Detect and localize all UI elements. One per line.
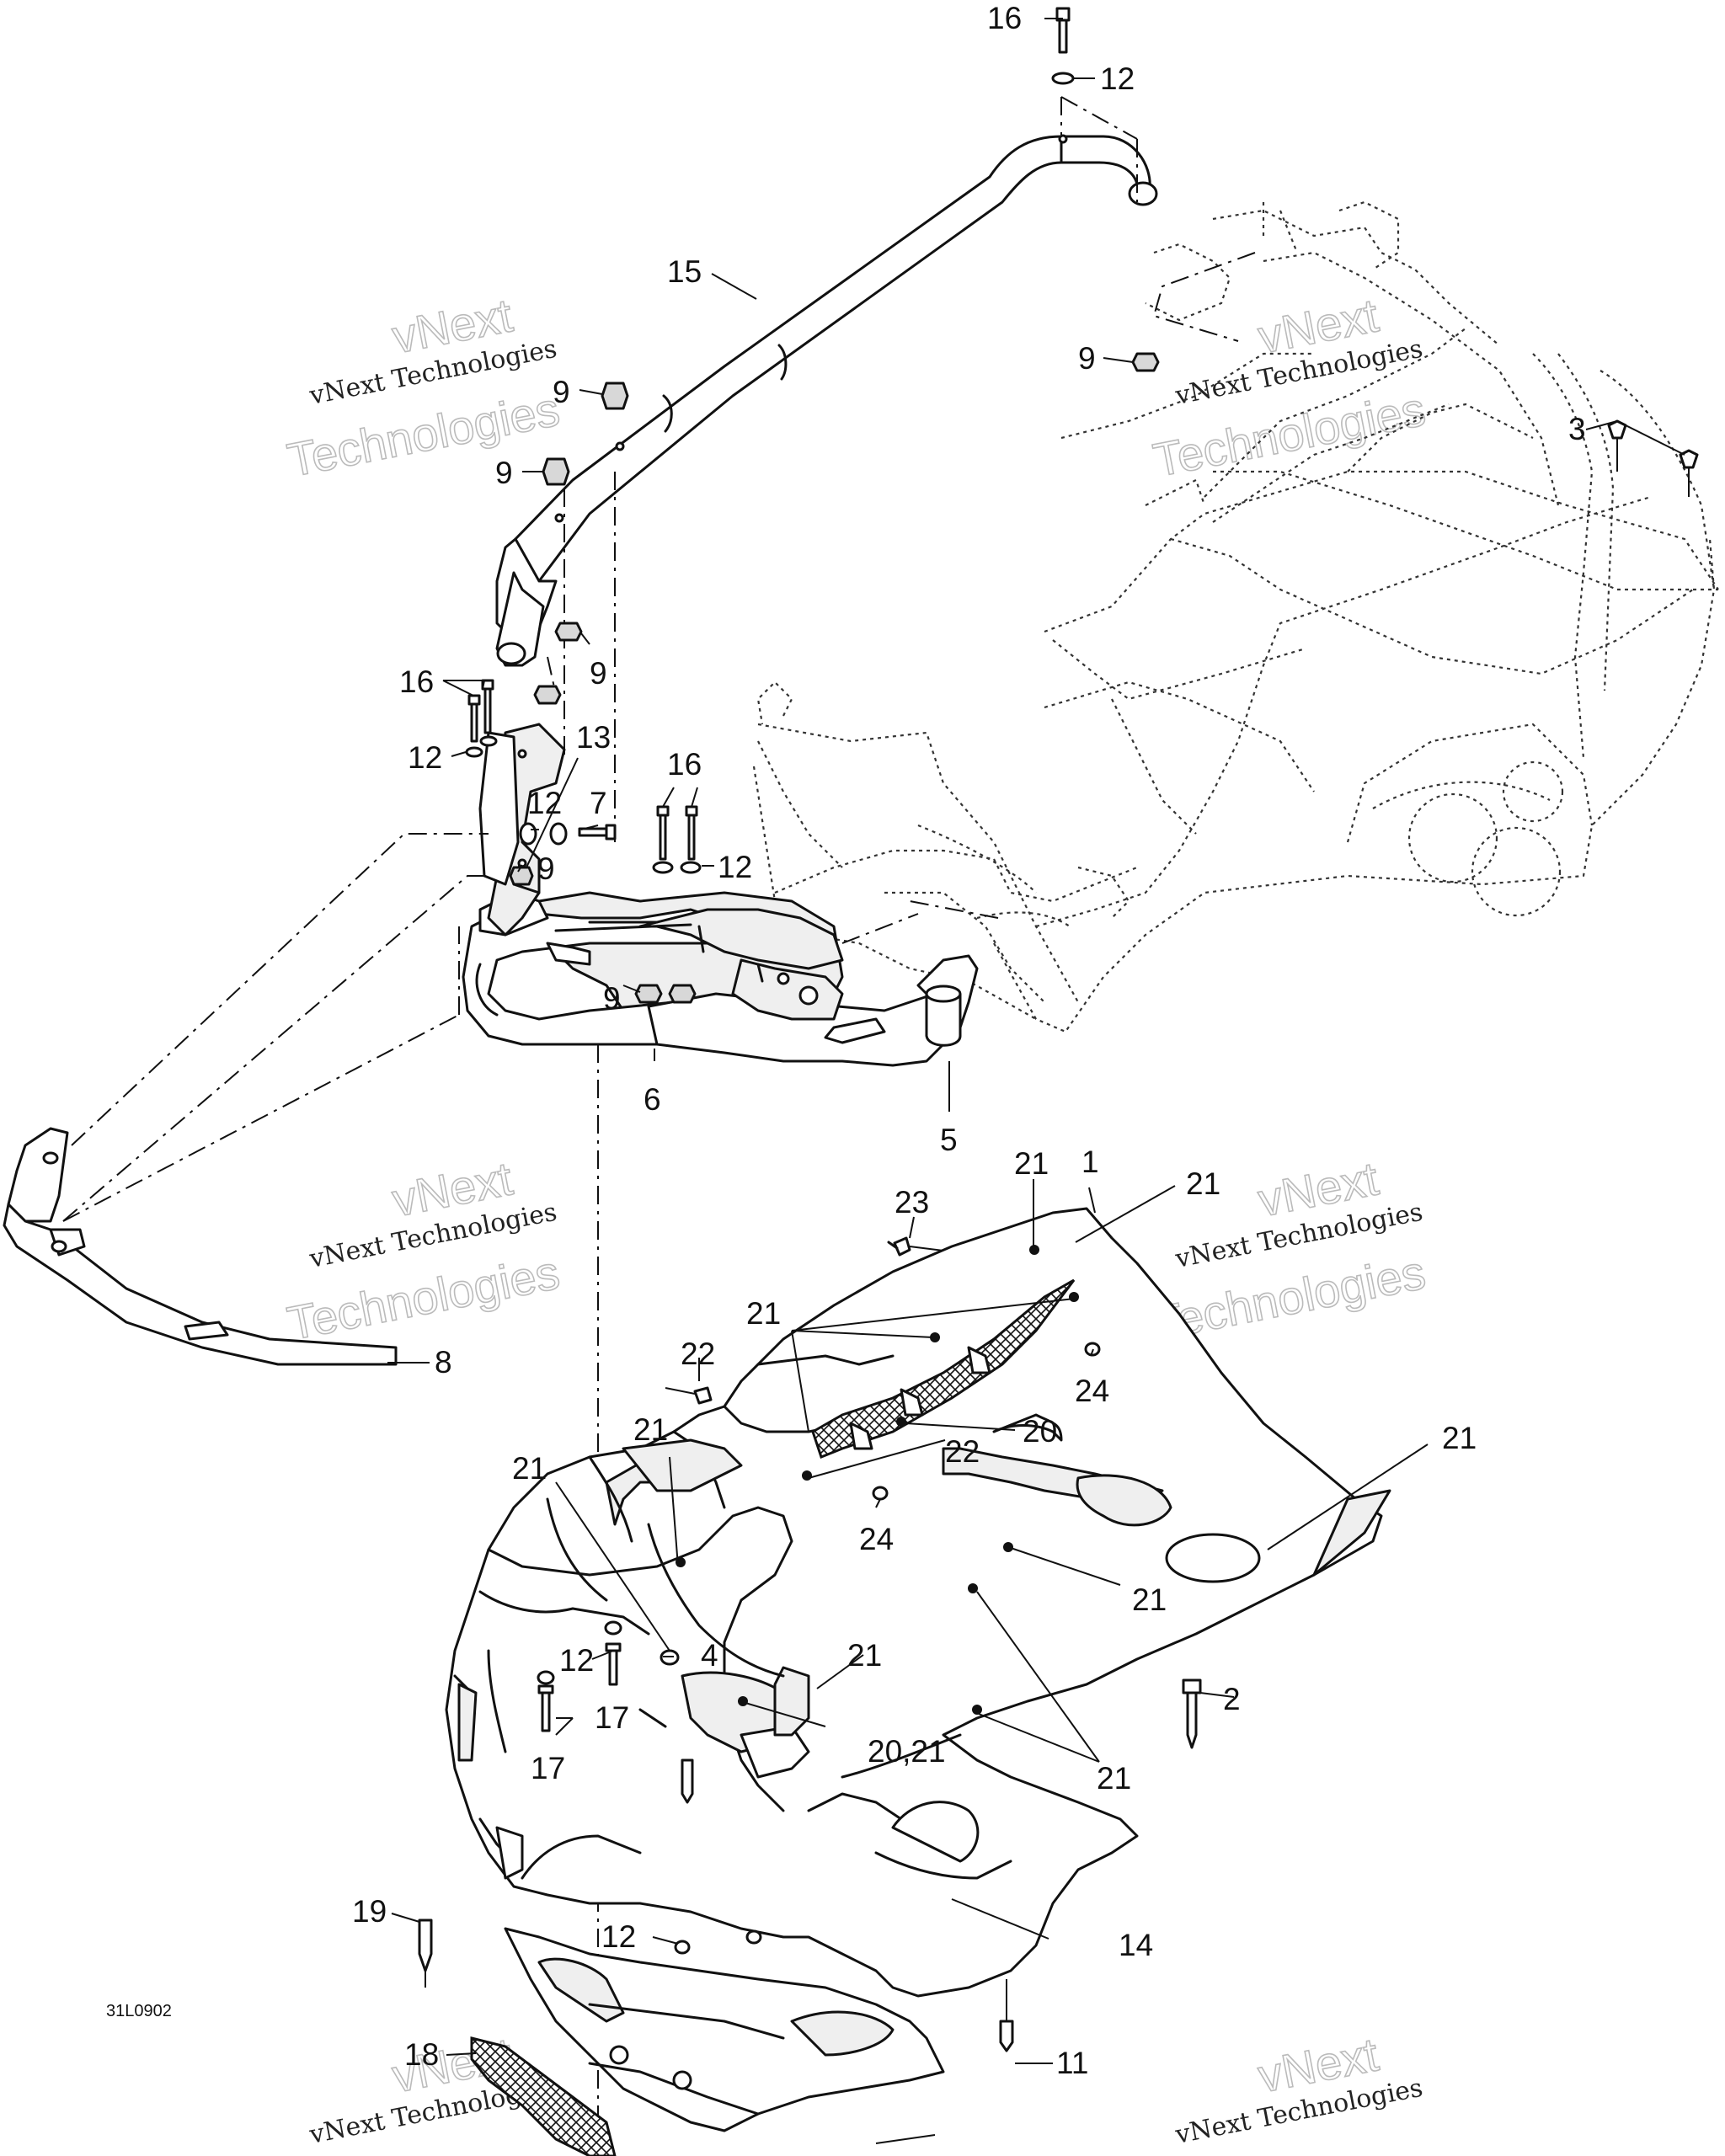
callout-14: 14 — [1119, 1928, 1153, 1962]
bolt-16-mid-right — [652, 805, 702, 874]
nut-9-e — [533, 685, 562, 705]
rivet-22 — [665, 1386, 713, 1405]
callout-21: 21 — [1442, 1421, 1477, 1455]
callout-20-21: 20,21 — [868, 1734, 946, 1769]
fasteners — [418, 7, 1699, 2052]
washer-12-bottom — [674, 1940, 691, 1955]
part-20-grille-mesh — [811, 1278, 1076, 1459]
callout-5: 5 — [940, 1123, 958, 1157]
rivet-11 — [999, 1979, 1014, 2052]
nut-9-a — [601, 382, 629, 410]
washers-12-bolt-7 — [519, 822, 617, 846]
pan-rivet — [681, 1758, 694, 1804]
washer-24-b — [872, 1486, 889, 1501]
rivet-2 — [1182, 1678, 1202, 1749]
part-15-upper-tube — [495, 134, 1158, 667]
callout-12: 12 — [408, 740, 442, 775]
callout-6: 6 — [644, 1082, 661, 1117]
callout-9: 9 — [603, 981, 621, 1016]
nut-9-f — [634, 984, 663, 1004]
part-1-front-pan — [445, 1207, 1391, 1998]
callout-23: 23 — [895, 1185, 929, 1219]
callout-3: 3 — [1568, 412, 1586, 446]
callout-2: 2 — [1223, 1682, 1241, 1716]
callout-21: 21 — [1186, 1166, 1220, 1201]
callout-16: 16 — [399, 664, 434, 699]
drawing-code: 31L0902 — [106, 2002, 172, 2020]
callout-12: 12 — [527, 786, 562, 820]
callout-20: 20 — [1023, 1414, 1057, 1449]
callout-21: 21 — [1097, 1761, 1131, 1796]
watermark-mid-left: vNext vNext Technologies Technologies — [282, 1150, 564, 1350]
nut-9-g — [668, 984, 697, 1004]
part-18-lower-grille — [470, 1927, 945, 2156]
callout-8: 8 — [435, 1345, 452, 1380]
washer-12-bottom-b — [745, 1929, 762, 1945]
callout-21: 21 — [847, 1638, 882, 1673]
bolts-17 — [537, 1620, 622, 1732]
callout-24: 24 — [859, 1522, 894, 1556]
callout-12: 12 — [718, 850, 752, 884]
callout-21: 21 — [746, 1296, 781, 1331]
callout-17: 17 — [595, 1700, 629, 1735]
callout-22: 22 — [945, 1434, 980, 1469]
nut-9-h — [509, 866, 534, 886]
bolt-16-mid-left — [465, 679, 498, 758]
rivet-23 — [887, 1236, 944, 1257]
callout-4: 4 — [701, 1638, 718, 1673]
rivet-19 — [418, 1919, 433, 1988]
callout-7: 7 — [590, 786, 607, 820]
part-13-bracket — [478, 723, 566, 937]
callout-17: 17 — [531, 1751, 565, 1785]
part-5-6-bumper — [462, 891, 979, 1067]
callout-11: 11 — [1056, 2046, 1088, 2080]
callout-18: 18 — [404, 2037, 439, 2072]
callout-9: 9 — [590, 656, 607, 691]
callout-21: 21 — [512, 1451, 547, 1486]
bolt-16-top — [1051, 7, 1075, 85]
callout-9: 9 — [537, 851, 555, 886]
callout-9: 9 — [495, 456, 513, 490]
callout-12: 12 — [601, 1919, 636, 1954]
callout-labels: 16 12 15 9 9 9 3 9 16 12 13 12 7 9 16 12… — [352, 1, 1586, 2080]
part-8-lower-bumper — [3, 1127, 398, 1366]
callout-12: 12 — [1100, 61, 1135, 96]
callout-1: 1 — [1081, 1145, 1099, 1179]
chassis-frame — [752, 200, 1719, 1033]
callout-24: 24 — [1075, 1374, 1109, 1408]
callout-9: 9 — [553, 375, 570, 409]
callout-22: 22 — [681, 1337, 715, 1371]
callout-9: 9 — [1078, 341, 1096, 376]
callout-21: 21 — [1014, 1146, 1049, 1181]
watermark-top-right: vNext vNext Technologies Technologies — [1148, 287, 1430, 487]
callout-16: 16 — [987, 1, 1022, 35]
callout-21: 21 — [633, 1412, 668, 1447]
leader-lines — [387, 18, 1685, 2144]
callout-16: 16 — [667, 747, 702, 782]
callout-19: 19 — [352, 1894, 387, 1929]
rivet-3 — [1607, 419, 1699, 497]
callout-21: 21 — [1132, 1582, 1167, 1617]
callout-15: 15 — [667, 254, 702, 289]
watermark-top-left: vNext vNext Technologies Technologies — [282, 287, 564, 487]
watermark-bottom-right: vNext vNext Technologies — [1172, 2026, 1425, 2150]
callout-12: 12 — [559, 1643, 594, 1678]
nut-9-d — [554, 622, 583, 642]
nut-9-c — [1131, 352, 1160, 372]
callout-13: 13 — [576, 720, 611, 755]
nut-9-b — [542, 457, 570, 486]
